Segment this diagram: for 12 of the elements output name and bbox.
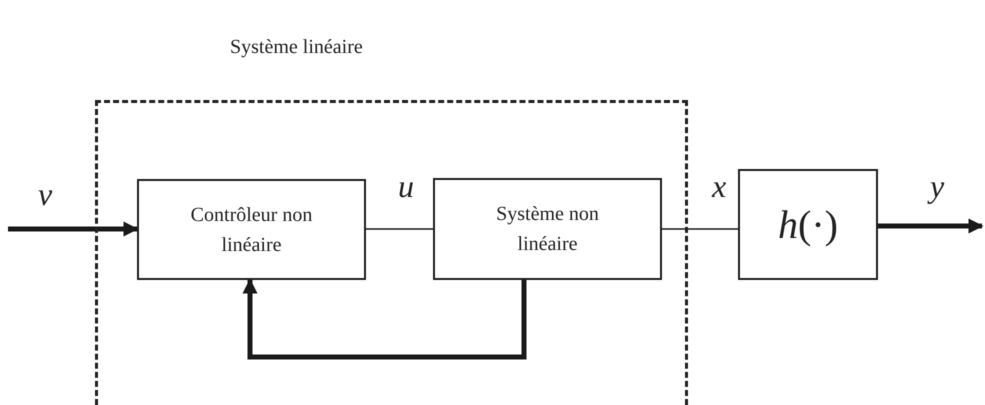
signal-arrow	[8, 222, 138, 236]
signal-line	[662, 228, 738, 230]
signal-label: x	[712, 170, 726, 202]
group-title: Système linéaire	[230, 35, 363, 60]
signal-label: u	[398, 170, 414, 202]
block-box: Système non linéaire	[433, 178, 662, 280]
block-box: Contrôleur non linéaire	[137, 179, 366, 280]
signal-line	[366, 228, 433, 230]
signal-label: v	[38, 178, 52, 210]
block-box: h(·)	[738, 169, 878, 280]
signal-arrow	[878, 218, 984, 234]
signal-arrow	[242, 278, 526, 360]
